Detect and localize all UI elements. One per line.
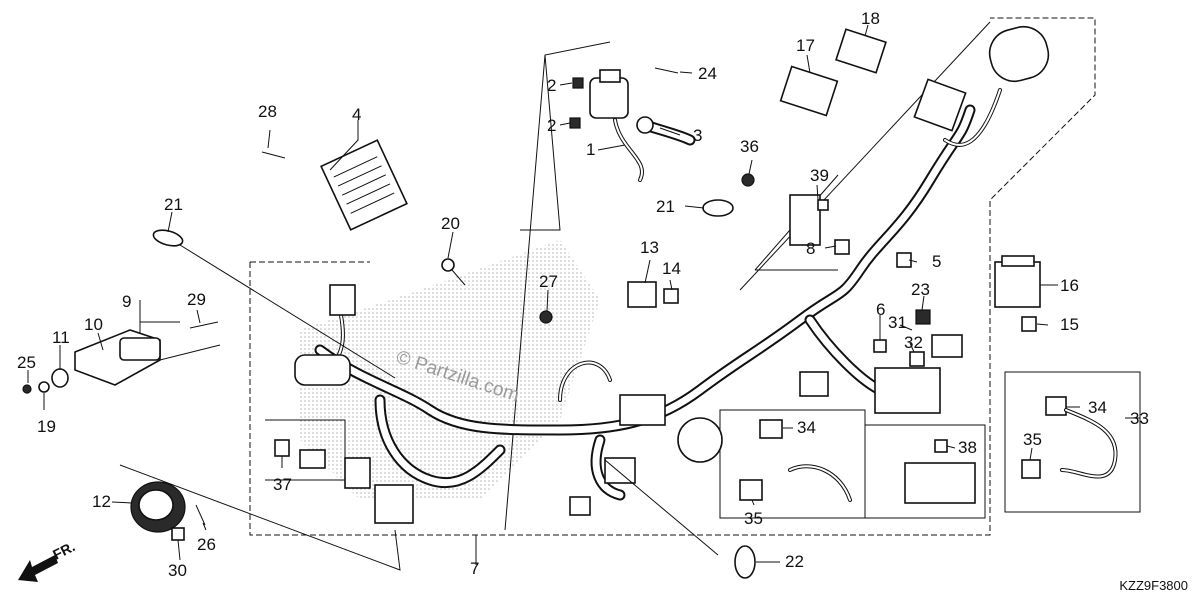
callout-number: 4 [352, 105, 361, 124]
components [22, 28, 1118, 579]
callout-number: 9 [122, 292, 131, 311]
callout-number: 13 [640, 238, 659, 257]
callout-number: 15 [1060, 315, 1079, 334]
callout-number: 18 [861, 9, 880, 28]
callout-number: 33 [1130, 409, 1149, 428]
callout-number: 3 [693, 126, 702, 145]
callout-number: 14 [662, 259, 681, 278]
callout-number: 5 [932, 252, 941, 271]
main-harness [294, 25, 1050, 524]
callout-number: 19 [37, 417, 56, 436]
callout-number: 2 [547, 116, 556, 135]
callout-number: 8 [806, 239, 815, 258]
callout-number: 7 [470, 559, 479, 578]
callout-number: 22 [785, 552, 804, 571]
callout-number: 21 [164, 195, 183, 214]
callout-number: 2 [547, 76, 556, 95]
group-frames [119, 17, 1141, 571]
callout-number: 28 [258, 102, 277, 121]
callout-number: 31 [888, 313, 907, 332]
callout-number: 34 [797, 418, 816, 437]
front-direction-arrow [18, 555, 58, 582]
callout-number: 36 [740, 137, 759, 156]
callout-number: 34 [1088, 398, 1107, 417]
callout-number: 25 [17, 353, 36, 372]
callout-number: 24 [698, 64, 717, 83]
callout-number: 20 [441, 214, 460, 233]
callout-number: 32 [904, 333, 923, 352]
callout-number: 16 [1060, 276, 1079, 295]
diagram-code: KZZ9F3800 [1119, 578, 1188, 593]
callout-number: 11 [52, 328, 70, 347]
callout-number: 1 [586, 140, 595, 159]
callout-number: 6 [876, 300, 885, 319]
callout-number: 39 [810, 166, 829, 185]
callout-number: 17 [796, 36, 815, 55]
callout-number: 29 [187, 290, 206, 309]
callout-number: 27 [539, 272, 558, 291]
leader-lines [27, 24, 1140, 565]
callout-number: 35 [744, 509, 763, 528]
callout-number: 26 [197, 535, 216, 554]
callout-number: 38 [958, 438, 977, 457]
callout-number: 23 [911, 280, 930, 299]
callout-number: 35 [1023, 430, 1042, 449]
callout-number: 10 [84, 315, 103, 334]
callout-number: 37 [273, 475, 292, 494]
callout-number: 12 [92, 492, 111, 511]
callout-number: 30 [168, 561, 187, 580]
callout-number: 21 [656, 197, 675, 216]
